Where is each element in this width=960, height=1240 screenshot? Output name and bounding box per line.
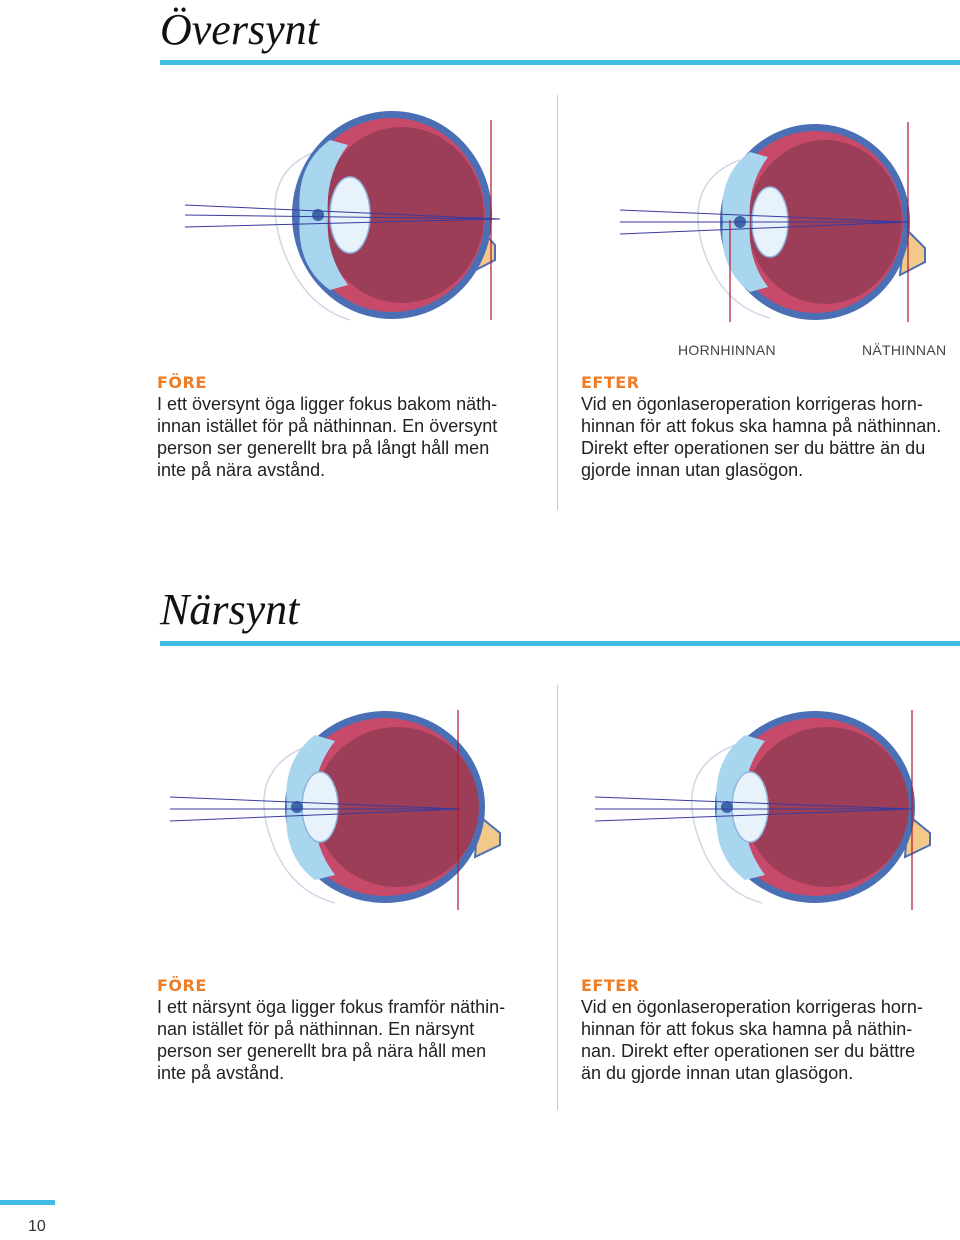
heading-fore: FÖRE [157, 976, 207, 995]
light-ray [184, 218, 501, 228]
section-title-oversynt: Översynt [160, 5, 319, 54]
lens [329, 176, 371, 254]
text-fore: I ett närsynt öga ligger fokus framför n… [157, 997, 506, 1083]
cornea-outline [697, 159, 771, 319]
label-hornhinnan: HORNHINNAN [678, 342, 776, 358]
light-ray [594, 796, 913, 810]
light-ray [169, 808, 461, 822]
light-ray [169, 796, 461, 810]
section-rule [160, 60, 960, 65]
pupil [291, 801, 303, 813]
cornea-outline [274, 149, 351, 321]
heading-efter: EFTER [581, 373, 640, 392]
vitreous-body [745, 727, 909, 887]
eye-diagram-oversynt-efter [619, 122, 926, 322]
light-ray [619, 209, 909, 223]
eye-diagram-narsynt-efter [594, 710, 931, 910]
pupil [721, 801, 733, 813]
column-divider [557, 95, 558, 510]
eye-diagram-narsynt-fore [169, 710, 501, 910]
section-rule [160, 641, 960, 646]
cornea-outline [263, 744, 336, 904]
cornea-outline [691, 744, 763, 904]
light-ray [184, 204, 501, 220]
page-number-rule [0, 1200, 55, 1205]
lens [301, 771, 339, 843]
eye-diagram-oversynt-fore [184, 111, 501, 321]
lens [731, 771, 769, 843]
text-efter: Vid en ögonlaseroperation korrigeras hor… [581, 997, 923, 1083]
pupil [312, 209, 324, 221]
heading-fore: FÖRE [157, 373, 207, 392]
column-divider [557, 685, 558, 1110]
light-ray [184, 214, 501, 220]
text-fore: I ett översynt öga ligger fokus bakom nä… [157, 394, 498, 480]
light-ray [619, 221, 909, 235]
label-nathinnan: NÄTHINNAN [862, 342, 947, 358]
light-ray [594, 808, 913, 822]
page-number: 10 [28, 1218, 46, 1235]
heading-efter: EFTER [581, 976, 640, 995]
text-efter: Vid en ögonlaseroperation korrigeras hor… [581, 394, 942, 480]
vitreous-body [315, 727, 479, 887]
section-title-narsynt: Närsynt [160, 585, 300, 634]
